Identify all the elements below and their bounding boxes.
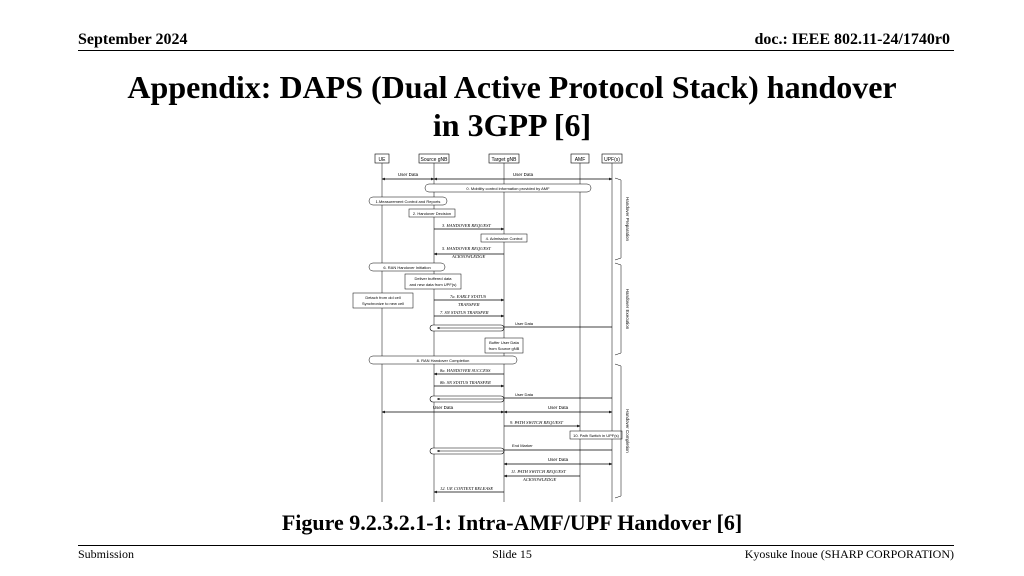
step-buffer-user-data: Buffer User Data from Source gNB	[484, 337, 524, 354]
entity-source-gnb: Source gNB	[418, 153, 450, 164]
svg-text:12. UE CONTEXT RELEASE: 12. UE CONTEXT RELEASE	[440, 486, 493, 491]
svg-text:0. Mobility control informatio: 0. Mobility control information provided…	[466, 186, 550, 191]
handover-sequence-diagram: UE Source gNB Target gNB AMF UPF(s) User…	[345, 150, 635, 512]
svg-text:Synchronize to new cell: Synchronize to new cell	[362, 301, 404, 306]
svg-text:User Data: User Data	[515, 392, 534, 397]
step-10-path-switch-upf: 10. Path Switch in UPF(s)	[569, 430, 623, 440]
step-4-admission-control: 4. Admission Control	[480, 233, 528, 243]
slide-title: Appendix: DAPS (Dual Active Protocol Sta…	[40, 68, 984, 144]
svg-text:7. SN STATUS TRANSFER: 7. SN STATUS TRANSFER	[440, 310, 489, 315]
svg-text:User Data: User Data	[513, 172, 534, 177]
svg-text:UPF(s): UPF(s)	[604, 157, 620, 163]
step-12-ue-context-release: 12. UE CONTEXT RELEASE	[434, 486, 504, 494]
step-user-data-1: User Data	[382, 172, 434, 181]
svg-text:Handover Completion: Handover Completion	[625, 409, 630, 453]
svg-text:User Data: User Data	[548, 457, 569, 462]
step-user-data-final: User Data	[504, 457, 612, 466]
svg-text:3. HANDOVER REQUEST: 3. HANDOVER REQUEST	[442, 223, 491, 228]
svg-text:User Data: User Data	[433, 405, 454, 410]
entity-amf: AMF	[570, 153, 590, 164]
svg-text:2. Handover Decision: 2. Handover Decision	[413, 211, 451, 216]
svg-text:Deliver buffered data: Deliver buffered data	[414, 276, 452, 281]
step-8a-handover-success: 8a. HANDOVER SUCCESS	[434, 368, 504, 376]
header-rule	[78, 50, 954, 51]
svg-text:User Data: User Data	[398, 172, 419, 177]
header-doc-id: doc.: IEEE 802.11-24/1740r0	[754, 31, 950, 48]
svg-text:Handover Preparation: Handover Preparation	[625, 197, 630, 242]
svg-text:7a. EARLY STATUS: 7a. EARLY STATUS	[450, 294, 487, 299]
svg-text:Handover Execution: Handover Execution	[625, 289, 630, 330]
step-8b-sn-status-transfer: 8b. SN STATUS TRANSFER	[434, 380, 504, 388]
step-9-path-switch-request: 9. PATH SWITCH REQUEST	[504, 420, 580, 428]
svg-text:6. RAN Handover Initiation: 6. RAN Handover Initiation	[383, 265, 430, 270]
phase-handover-completion: Handover Completion	[614, 363, 630, 499]
step-detach-synchronize: Detach from old cell Synchronize to new …	[352, 292, 414, 309]
step-5-handover-request-ack: 5. HANDOVER REQUEST ACKNOWLEDGE	[434, 246, 504, 259]
step-user-data-forward-2: User Data	[429, 392, 612, 403]
svg-text:9. PATH SWITCH REQUEST: 9. PATH SWITCH REQUEST	[510, 420, 563, 425]
svg-text:Target gNB: Target gNB	[491, 157, 517, 163]
svg-text:End Marker: End Marker	[512, 443, 533, 448]
svg-text:ACKNOWLEDGE: ACKNOWLEDGE	[451, 254, 486, 259]
svg-text:from Source gNB: from Source gNB	[489, 346, 520, 351]
slide-title-line-1: Appendix: DAPS (Dual Active Protocol Sta…	[127, 69, 897, 105]
svg-text:User Data: User Data	[548, 405, 569, 410]
step-user-data-ue-target: User Data	[382, 405, 504, 414]
phase-handover-execution: Handover Execution	[614, 262, 630, 356]
entity-upf: UPF(s)	[601, 153, 623, 164]
svg-text:8b. SN STATUS TRANSFER: 8b. SN STATUS TRANSFER	[440, 380, 491, 385]
svg-text:Detach from old cell: Detach from old cell	[365, 295, 400, 300]
step-0-mobility-control: 0. Mobility control information provided…	[424, 183, 592, 193]
svg-text:UE: UE	[379, 157, 387, 163]
entity-ue: UE	[374, 153, 390, 164]
svg-text:4. Admission Control: 4. Admission Control	[486, 236, 523, 241]
slide-title-line-2: in 3GPP [6]	[432, 107, 592, 143]
lifelines	[381, 163, 613, 502]
phase-handover-preparation: Handover Preparation	[614, 177, 630, 261]
footer-author: Kyosuke Inoue (SHARP CORPORATION)	[744, 547, 954, 561]
svg-text:User Data: User Data	[515, 321, 534, 326]
step-3-handover-request: 3. HANDOVER REQUEST	[434, 223, 504, 231]
entity-target-gnb: Target gNB	[488, 153, 520, 164]
step-user-data-2: User Data	[434, 172, 612, 181]
step-user-data-forward: User Data	[429, 321, 612, 332]
svg-text:Source gNB: Source gNB	[421, 157, 449, 163]
svg-text:AMF: AMF	[575, 157, 586, 163]
svg-text:and new data from UPF(s): and new data from UPF(s)	[410, 282, 458, 287]
footer-submission: Submission	[78, 547, 135, 561]
figure-caption: Figure 9.2.3.2.1-1: Intra-AMF/UPF Handov…	[281, 510, 743, 535]
svg-text:1.Measurement Control and Repo: 1.Measurement Control and Reports	[376, 199, 441, 204]
svg-text:10. Path Switch in UPF(s): 10. Path Switch in UPF(s)	[573, 433, 619, 438]
step-8-ran-handover-completion: 8. RAN Handover Completion	[368, 355, 518, 365]
svg-text:TRANSFER: TRANSFER	[458, 302, 480, 307]
step-11-path-switch-request-ack: 11. PATH SWITCH REQUEST ACKNOWLEDGE	[504, 469, 580, 482]
svg-text:8a. HANDOVER SUCCESS: 8a. HANDOVER SUCCESS	[440, 368, 491, 373]
header-date: September 2024	[78, 31, 188, 48]
footer-slide-number: Slide 15	[492, 547, 532, 561]
step-7-sn-status-transfer: 7. SN STATUS TRANSFER	[434, 310, 504, 318]
svg-text:5. HANDOVER REQUEST: 5. HANDOVER REQUEST	[442, 246, 491, 251]
step-1-measurement: 1.Measurement Control and Reports	[368, 196, 448, 206]
svg-text:ACKNOWLEDGE: ACKNOWLEDGE	[522, 477, 557, 482]
svg-text:8. RAN Handover Completion: 8. RAN Handover Completion	[417, 358, 470, 363]
footer-rule	[78, 545, 954, 546]
step-2-handover-decision: 2. Handover Decision	[408, 208, 456, 218]
step-end-marker: End Marker	[429, 443, 612, 455]
step-7a-early-status-transfer: 7a. EARLY STATUS TRANSFER	[434, 294, 504, 307]
svg-text:Buffer User Data: Buffer User Data	[489, 340, 519, 345]
svg-text:11. PATH SWITCH REQUEST: 11. PATH SWITCH REQUEST	[511, 469, 566, 474]
step-user-data-target-upf: User Data	[504, 405, 612, 414]
step-6-ran-handover-initiation: 6. RAN Handover Initiation	[368, 262, 446, 272]
step-deliver-buffered-data: Deliver buffered data and new data from …	[404, 273, 462, 290]
